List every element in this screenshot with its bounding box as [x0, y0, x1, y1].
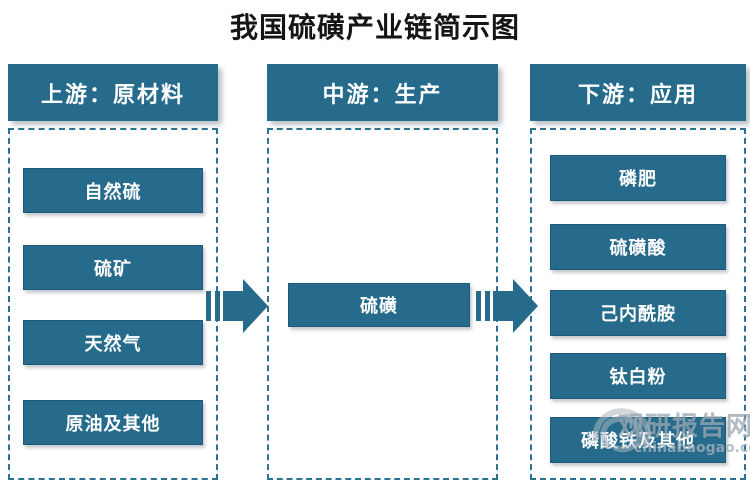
upstream-node-crude-oil-other: 原油及其他 — [23, 400, 203, 445]
upstream-node-natural-sulfur: 自然硫 — [23, 168, 203, 213]
diagram-title: 我国硫磺产业链简示图 — [229, 11, 520, 44]
flow-arrow-upstream-to-midstream-icon — [206, 277, 268, 335]
downstream-header: 下游：应用 — [530, 64, 746, 121]
downstream-node-phosphate-fertilizer: 磷肥 — [550, 155, 726, 201]
upstream-node-natural-gas: 天然气 — [23, 320, 203, 365]
upstream-header: 上游：原材料 — [8, 64, 218, 121]
flow-arrow-midstream-to-downstream-icon — [476, 277, 538, 335]
midstream-header: 中游：生产 — [267, 64, 498, 121]
upstream-node-sulfur-ore: 硫矿 — [23, 245, 203, 290]
midstream-node-sulfur: 硫磺 — [288, 283, 470, 327]
downstream-node-sulfuric-acid: 硫磺酸 — [550, 224, 726, 270]
downstream-node-iron-phosphate-other: 磷酸铁及其他 — [550, 417, 726, 463]
downstream-node-caprolactam: 己内酰胺 — [550, 290, 726, 336]
downstream-node-titanium-dioxide: 钛白粉 — [550, 353, 726, 399]
